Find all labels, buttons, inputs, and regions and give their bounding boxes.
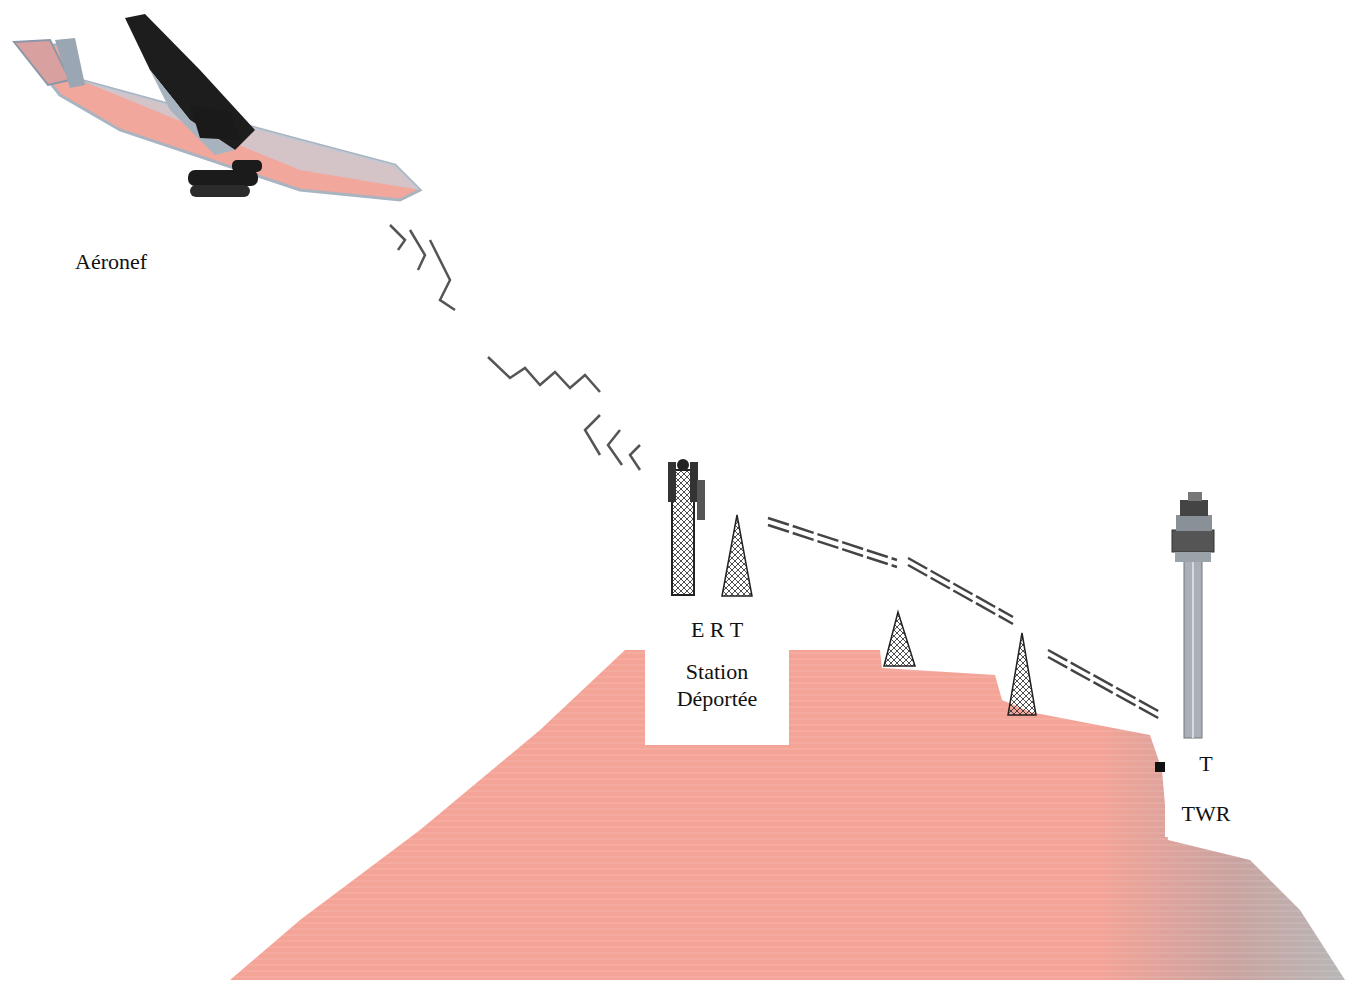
radio-waves	[390, 225, 640, 470]
station-box: E R T Station Déportée	[645, 612, 789, 745]
box-label: Station Déportée	[651, 658, 783, 713]
box-label: TWR	[1171, 800, 1241, 828]
antenna-mast	[668, 459, 705, 595]
box-heading: E R T	[651, 616, 783, 644]
box-heading: T	[1171, 750, 1241, 778]
aircraft	[14, 14, 420, 200]
tower-box: T TWR	[1165, 742, 1247, 837]
microwave-links	[768, 518, 1160, 719]
aircraft-label: Aéronef	[75, 249, 147, 275]
control-tower	[1155, 492, 1214, 772]
